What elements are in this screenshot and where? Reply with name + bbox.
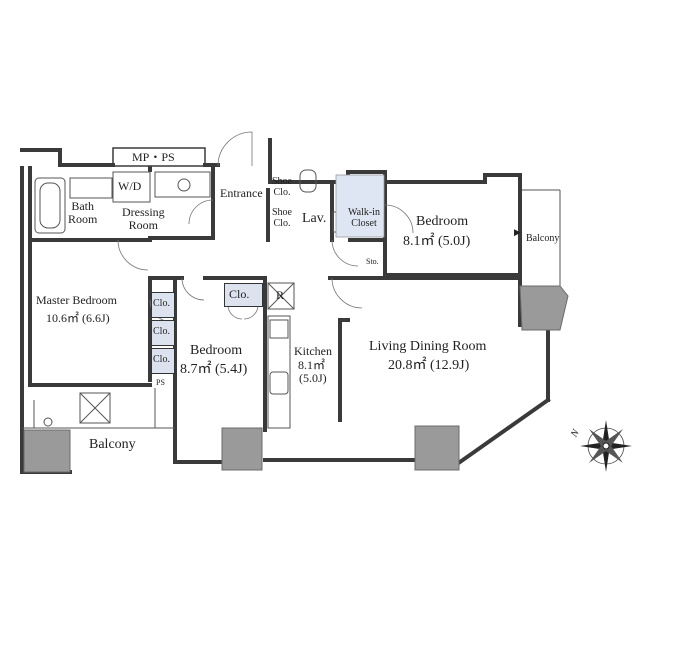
balcony-east-arrow-icon: ▶ [514, 227, 521, 237]
living-dining-area: 20.8㎡ (12.9J) [388, 358, 470, 373]
master-closet-label-1: Clo. [153, 298, 170, 309]
wd-label: W/D [118, 179, 142, 193]
lav-label: Lav. [302, 211, 327, 226]
bedroom-closet-label: Clo. [229, 287, 250, 301]
pillars [23, 285, 569, 473]
bedroom-closet [224, 283, 263, 307]
shoe-closet-label-1: Shoe Clo. [272, 176, 292, 198]
master-bedroom-name: Master Bedroom [36, 293, 117, 307]
shoe-closet-label-2: Shoe Clo. [272, 207, 292, 229]
balcony-east-label: Balcony [526, 233, 560, 244]
bedroom-ne-area: 8.1㎡ (5.0J) [403, 234, 471, 249]
master-closet-label-2: Clo. [153, 326, 170, 337]
walk-in-closet-label: Walk-in Closet [348, 207, 380, 229]
fixtures [22, 169, 561, 429]
master-bedroom-area: 10.6㎡ (6.6J) [46, 311, 110, 325]
master-closet-1 [151, 292, 175, 318]
bedroom-mid-name: Bedroom [190, 343, 243, 358]
kitchen-tatami: (5.0J) [299, 371, 327, 385]
compass-icon [580, 420, 632, 472]
master-closet-label-3: Clo. [153, 354, 170, 365]
bedroom-mid-area: 8.7㎡ (5.4J) [180, 362, 248, 377]
mp-ps-label: MP・PS [132, 150, 175, 164]
dressing-room-label: Dressing Room [122, 205, 165, 232]
refrigerator-label: R [276, 288, 285, 302]
master-closet-3 [151, 348, 175, 374]
entrance-label: Entrance [220, 186, 263, 200]
kitchen-area: 8.1㎡ [298, 358, 326, 372]
storage-label: Sto. [366, 257, 379, 266]
living-dining-name: Living Dining Room [369, 339, 487, 354]
bath-room-label: Bath Room [68, 199, 98, 226]
walls [20, 138, 551, 474]
kitchen-name: Kitchen [294, 344, 332, 358]
balcony-south-label: Balcony [89, 437, 136, 452]
master-closet-2 [151, 320, 175, 346]
bedroom-ne-name: Bedroom [416, 214, 469, 229]
ps-label: PS [156, 378, 165, 387]
